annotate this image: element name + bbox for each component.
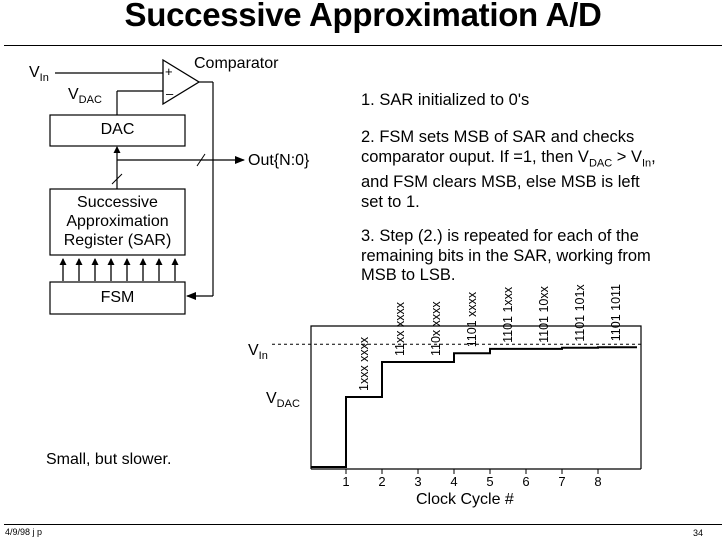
out-label: Out{N:0} [248,152,310,169]
step-2-text: 2. FSM sets MSB of SAR and checks compar… [361,128,656,211]
comparator-plus-sign: + [165,64,173,79]
dac-label: DAC [100,121,135,138]
title-rule [4,45,722,46]
chart-x-axis-label: Clock Cycle # [416,491,514,508]
sar-label: Successive Approximation Register (SAR) [50,193,185,250]
x-tick-label-2: 2 [378,474,385,489]
code-label-1: 1xxx xxxx [357,336,371,391]
comparator-minus-sign: – [166,86,174,101]
comparator-label: Comparator [194,55,279,72]
footer-page-number: 34 [693,528,704,538]
step-1-text: 1. SAR initialized to 0's [361,91,530,109]
x-tick-label-5: 5 [486,474,493,489]
code-label-2: 11xx xxxx [393,301,407,356]
fsm-box [49,281,186,315]
code-label-6: 1101 10xx [537,285,551,343]
code-label-7: 1101 101x [573,284,587,342]
x-tick-label-6: 6 [522,474,529,489]
x-tick-label-3: 3 [414,474,421,489]
code-label-3: 110x xxxx [429,301,443,356]
x-tick-label-8: 8 [594,474,601,489]
x-tick-label-1: 1 [342,474,349,489]
x-tick-label-4: 4 [450,474,457,489]
vdac-staircase-series [311,346,637,468]
footer-date: 4/9/98 j p [5,527,43,537]
chart-frame [310,325,642,469]
code-label-5: 1101 1xxx [501,286,515,343]
sar-label-line-1: Successive [77,194,158,211]
chart-vdac-label: VDAC [266,390,300,411]
step-3-text: 3. Step (2.) is repeated for each of the… [361,227,651,284]
slide-title: Successive Approximation A/D [124,0,602,33]
fsm-to-sar-arrows [59,258,179,281]
sar-label-line-3: Register (SAR) [63,232,172,249]
fsm-label: FSM [100,289,135,306]
sar-label-line-2: Approximation [66,213,169,230]
x-tick-label-7: 7 [558,474,565,489]
summary-note: Small, but slower. [46,451,172,468]
chart-vin-label: VIn [248,342,268,363]
bus-width-slash-1 [111,173,123,185]
comparator-symbol [162,58,201,106]
code-label-8: 1101 1011 [609,284,623,341]
bus-width-slash-2 [196,153,206,167]
vin-label: VIn [29,64,49,85]
code-label-4: 1101 xxxx [465,291,479,347]
vdac-label: VDAC [68,86,102,107]
dac-box [49,114,186,147]
footer-rule [4,524,722,525]
